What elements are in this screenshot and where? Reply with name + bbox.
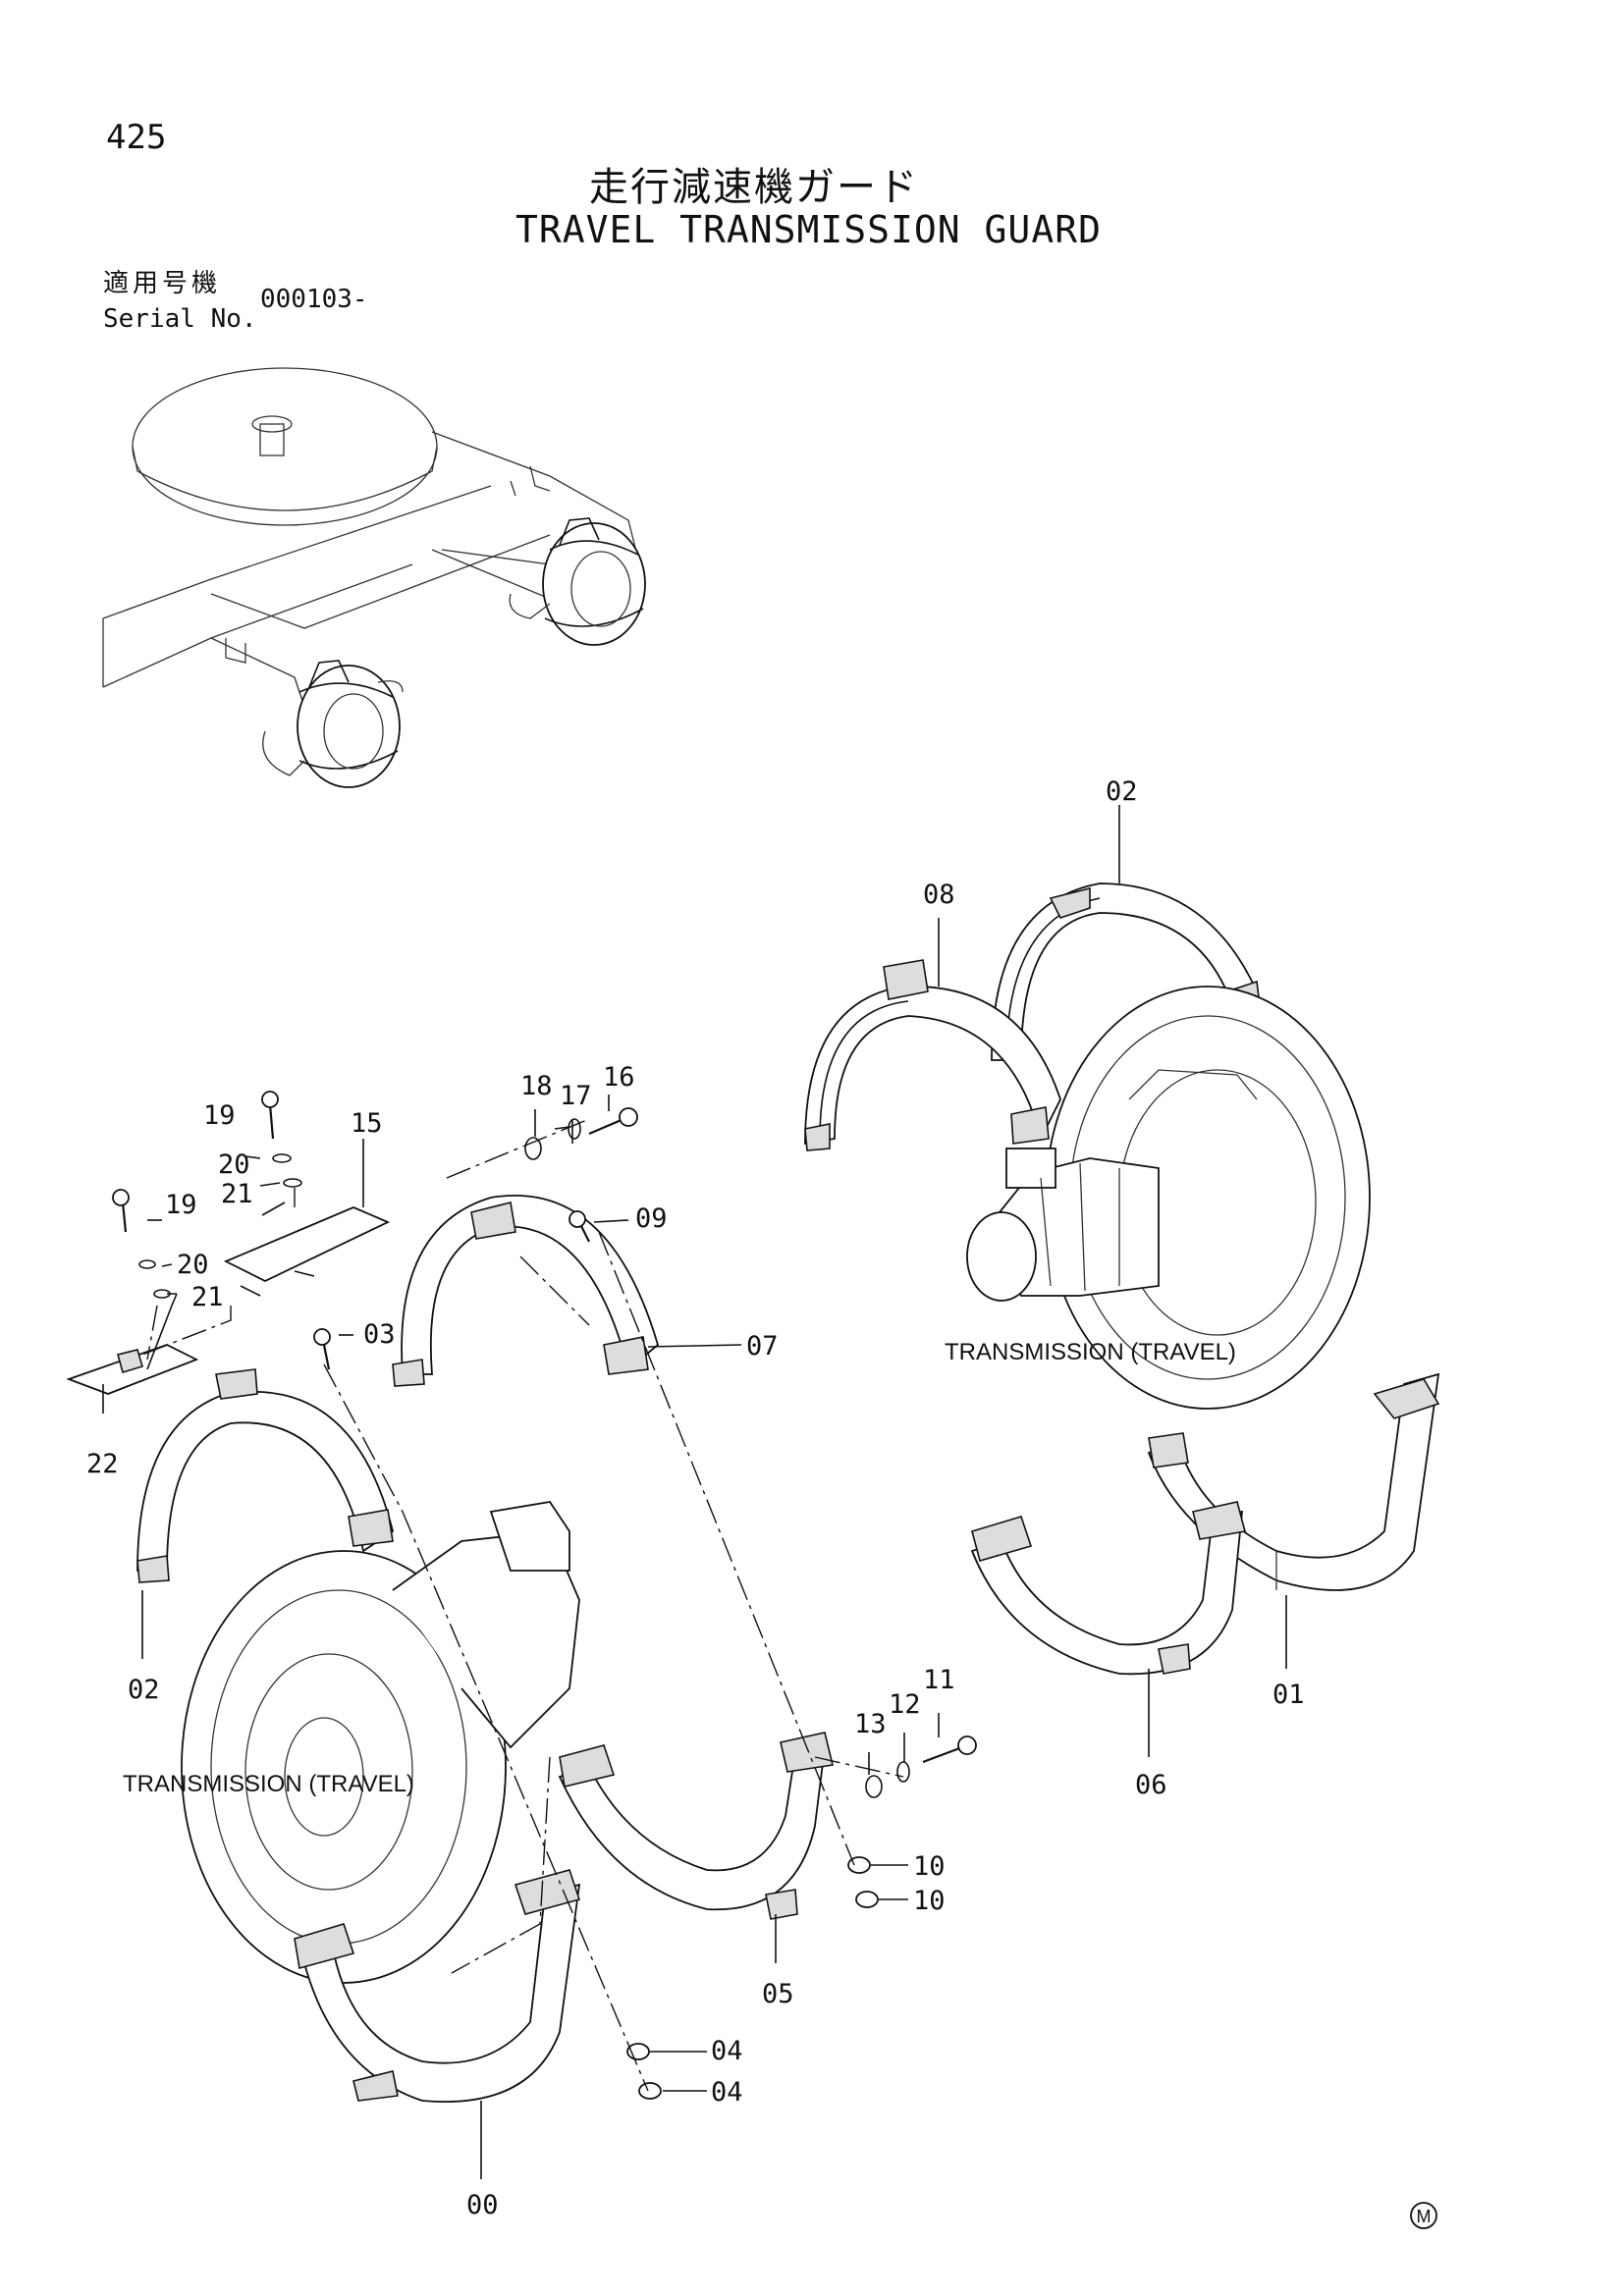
part-label-04: 04 bbox=[711, 2036, 743, 2066]
right-guard-assembly bbox=[804, 882, 1440, 1676]
part-label-00: 00 bbox=[466, 2190, 499, 2220]
part-label-20: 20 bbox=[218, 1149, 250, 1180]
callout-transmission-right: TRANSMISSION (TRAVEL) bbox=[945, 1339, 1236, 1365]
part-label-10: 10 bbox=[913, 1851, 946, 1882]
serial-label-japanese: 適用号機 bbox=[103, 269, 222, 298]
page-title: TRAVEL TRANSMISSION GUARD bbox=[515, 208, 1102, 251]
part-label-21: 21 bbox=[221, 1179, 253, 1209]
left-guard-assembly bbox=[66, 1091, 977, 2103]
serial-label: Serial No. bbox=[103, 304, 257, 334]
part-label-16: 16 bbox=[603, 1062, 635, 1093]
part-label-12: 12 bbox=[889, 1689, 921, 1720]
callout-transmission-left: TRANSMISSION (TRAVEL) bbox=[123, 1771, 414, 1797]
part-label-10-b: 10 bbox=[913, 1886, 946, 1916]
part-label-19-b: 19 bbox=[165, 1190, 197, 1220]
part-label-06: 06 bbox=[1135, 1770, 1167, 1800]
part-label-19: 19 bbox=[203, 1100, 236, 1131]
part-label-22: 22 bbox=[86, 1449, 119, 1479]
part-labels: 02 08 16 17 18 19 15 20 21 19 09 20 21 0… bbox=[86, 776, 1305, 2220]
part-label-04-b: 04 bbox=[711, 2077, 743, 2108]
part-label-03: 03 bbox=[363, 1319, 396, 1350]
part-label-15: 15 bbox=[351, 1108, 383, 1139]
part-label-01: 01 bbox=[1272, 1680, 1305, 1710]
part-label-20-b: 20 bbox=[177, 1250, 209, 1280]
part-label-11: 11 bbox=[923, 1665, 955, 1695]
part-label-07: 07 bbox=[746, 1331, 779, 1362]
page-number: 425 bbox=[106, 118, 167, 157]
part-label-08: 08 bbox=[923, 880, 955, 910]
serial-value: 000103- bbox=[260, 285, 368, 314]
part-label-02-b: 02 bbox=[128, 1675, 160, 1705]
footer-mark: M bbox=[1410, 2202, 1437, 2229]
page-title-japanese: 走行減速機ガード bbox=[589, 165, 919, 210]
part-label-13: 13 bbox=[854, 1709, 887, 1739]
leader-lines bbox=[102, 805, 1287, 2179]
part-label-05: 05 bbox=[762, 1979, 794, 2009]
part-label-02: 02 bbox=[1106, 776, 1138, 807]
assembly-dashed-lines bbox=[141, 1118, 904, 2092]
part-label-17: 17 bbox=[560, 1081, 592, 1111]
undercarriage-overview bbox=[102, 367, 646, 788]
part-label-18: 18 bbox=[520, 1071, 553, 1101]
part-label-21-b: 21 bbox=[191, 1282, 224, 1312]
footer-mark-letter: M bbox=[1417, 2207, 1432, 2226]
part-label-09: 09 bbox=[635, 1203, 668, 1234]
